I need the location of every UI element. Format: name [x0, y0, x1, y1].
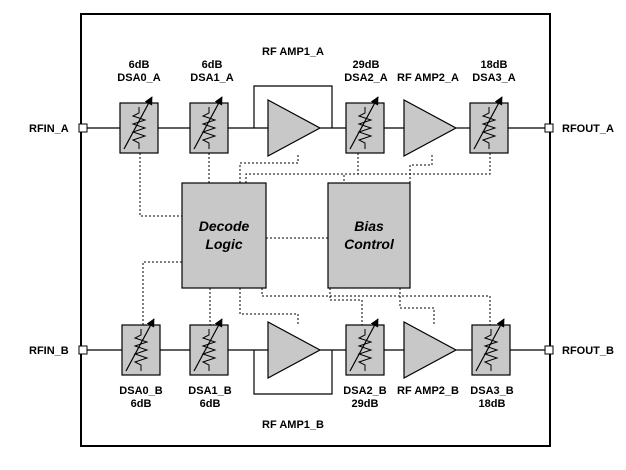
dsa3-a-block — [470, 97, 508, 153]
rf-amp2-a-block — [403, 99, 457, 157]
dsa2-b-name: DSA2_B — [343, 385, 386, 397]
rf-amp2-a-label: RF AMP2_A — [397, 72, 459, 84]
dsa2-b-block — [346, 319, 384, 375]
bias-control-block — [327, 182, 411, 289]
dsa2-a-name: DSA2_A — [344, 72, 387, 84]
rf-amp2-b-block — [403, 321, 457, 379]
dsa1-b-block — [190, 319, 228, 375]
rfin-b-port[interactable] — [78, 345, 88, 355]
bias-control-line2: Control — [344, 236, 395, 252]
dsa3-b-gain: 18dB — [479, 398, 506, 410]
chip-outline — [80, 13, 551, 447]
dsa3-b-name: DSA3_B — [470, 385, 513, 397]
dsa1-a-name: DSA1_A — [190, 72, 233, 84]
rfin-a-label: RFIN_A — [29, 123, 69, 135]
rf-amp1-b-block — [267, 321, 321, 379]
rfin-b-label: RFIN_B — [29, 345, 69, 357]
dsa3-a-gain: 18dB — [481, 59, 508, 71]
dsa0-a-gain: 6dB — [129, 59, 150, 71]
dsa3-a-name: DSA3_A — [472, 72, 515, 84]
rfin-a-port[interactable] — [78, 123, 88, 133]
dsa2-a-gain: 29dB — [353, 59, 380, 71]
dsa2-b-gain: 29dB — [352, 398, 379, 410]
rfout-b-label: RFOUT_B — [562, 345, 614, 357]
rf-amp1-b-label: RF AMP1_B — [262, 419, 324, 431]
dsa0-b-block — [122, 319, 160, 375]
rfout-b-port[interactable] — [544, 345, 554, 355]
dsa0-b-name: DSA0_B — [119, 385, 162, 397]
dsa3-b-block — [472, 319, 510, 375]
dsa1-a-block — [190, 97, 228, 153]
rf-amp1-a-label: RF AMP1_A — [262, 46, 324, 58]
rf-amp1-a-block — [267, 99, 321, 157]
decode-logic-block — [181, 182, 267, 289]
dsa2-a-block — [346, 97, 384, 153]
rfout-a-label: RFOUT_A — [562, 123, 614, 135]
rf-amp2-b-label: RF AMP2_B — [397, 385, 459, 397]
dsa0-a-block — [120, 97, 158, 153]
dsa0-b-gain: 6dB — [131, 398, 152, 410]
decode-logic-line1: Decode — [199, 218, 250, 234]
dsa1-b-name: DSA1_B — [188, 385, 231, 397]
dsa0-a-name: DSA0_A — [117, 72, 160, 84]
decode-logic-line2: Logic — [205, 236, 243, 252]
dsa1-b-gain: 6dB — [200, 398, 221, 410]
rfout-a-port[interactable] — [544, 123, 554, 133]
dsa1-a-gain: 6dB — [202, 59, 223, 71]
bias-control-line1: Bias — [354, 218, 384, 234]
